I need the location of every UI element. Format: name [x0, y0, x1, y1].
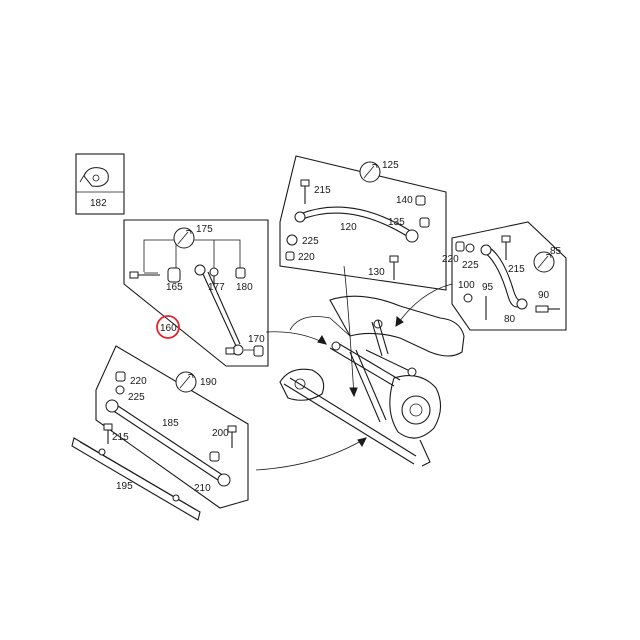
- label-185: 185: [162, 418, 179, 429]
- wrench-icon: [177, 230, 192, 245]
- box-190-group: 190 220 225 185 215 200 210: [95, 345, 249, 509]
- label-135: 135: [388, 217, 405, 228]
- label-180: 180: [236, 282, 253, 293]
- label-182: 182: [90, 198, 107, 209]
- label-130: 130: [368, 267, 385, 278]
- label-90: 90: [538, 290, 550, 301]
- highlight-circle-160: [156, 315, 180, 339]
- label-215c: 215: [112, 432, 129, 443]
- label-160: 160: [160, 323, 177, 334]
- label-140: 140: [396, 195, 413, 206]
- label-170: 170: [248, 334, 265, 345]
- box-160-group: 175 165 177 180 170 160: [123, 219, 269, 367]
- box-85-group: 85 220 225 215 100 95 90 80: [442, 221, 567, 331]
- label-225b: 225: [462, 260, 479, 271]
- label-220b: 220: [442, 254, 459, 265]
- label-225a: 225: [302, 236, 319, 247]
- label-195: 195: [116, 481, 133, 492]
- label-95: 95: [482, 282, 494, 293]
- label-215a: 215: [314, 185, 331, 196]
- label-210: 210: [194, 483, 211, 494]
- box-125-group: 125 215 140 120 135 225 220 130: [279, 155, 447, 291]
- label-220a: 220: [298, 252, 315, 263]
- label-100: 100: [458, 280, 475, 291]
- strut-195: 195: [71, 437, 201, 521]
- label-120: 120: [340, 222, 357, 233]
- label-220c: 220: [130, 376, 147, 387]
- label-215b: 215: [508, 264, 525, 275]
- label-80: 80: [504, 314, 516, 325]
- box-182: 182: [75, 153, 125, 215]
- label-177: 177: [208, 282, 225, 293]
- label-85: 85: [550, 246, 562, 257]
- label-190: 190: [200, 377, 217, 388]
- suspension-assembly: [279, 295, 465, 467]
- label-125: 125: [382, 160, 399, 171]
- label-225c: 225: [128, 392, 145, 403]
- label-175: 175: [196, 224, 213, 235]
- label-200: 200: [212, 428, 229, 439]
- leader-arrows: [255, 265, 453, 471]
- label-165: 165: [166, 282, 183, 293]
